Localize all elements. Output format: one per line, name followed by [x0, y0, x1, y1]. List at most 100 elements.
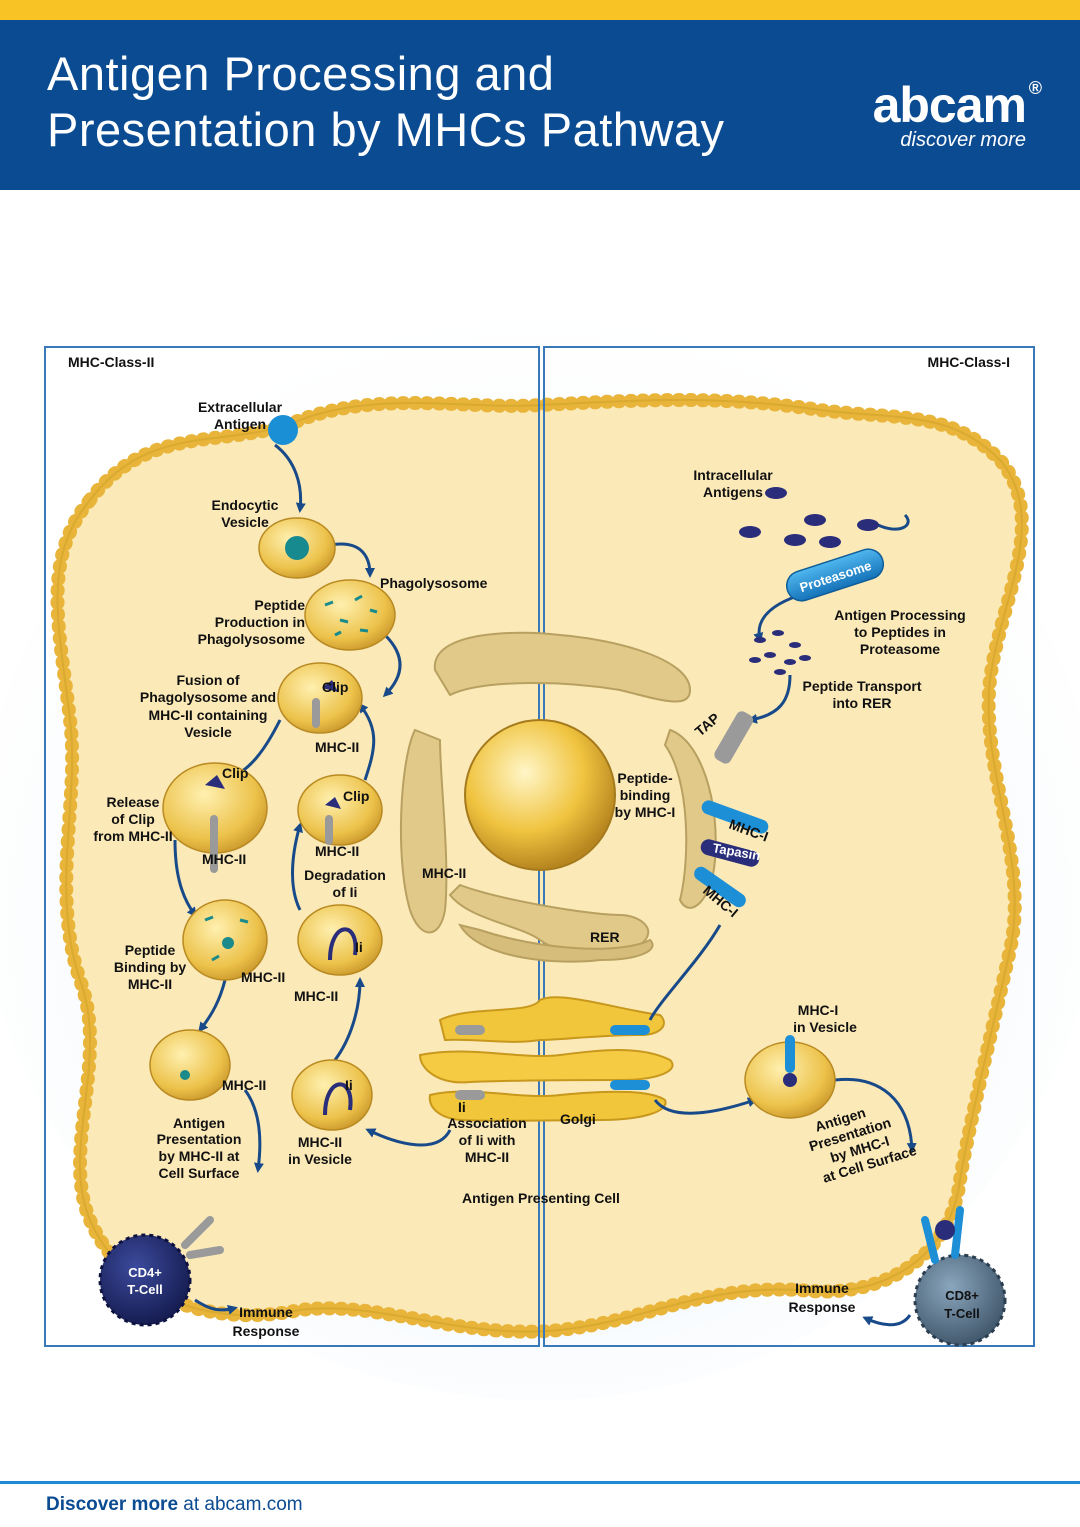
footer-link[interactable]: at abcam.com [178, 1494, 303, 1515]
title-line-1: Antigen Processing and [47, 47, 555, 100]
label-rer: RER [590, 929, 620, 945]
header-banner: Antigen Processing and Presentation by M… [0, 20, 1080, 190]
label-mhc2-presentation: MHC-II [222, 1077, 266, 1093]
registered-mark: ® [1028, 78, 1042, 98]
arrow-golgi-to-vesicle [365, 1128, 452, 1147]
panel-label-mhc-class-1: MHC-Class-I [928, 354, 1010, 370]
label-peptide-production-2: Production in [215, 614, 305, 630]
label-peptide-binding-mhc1-1: Peptide- [617, 770, 673, 786]
panel-label-mhc-class-2: MHC-Class-II [68, 354, 154, 370]
footer-divider [0, 1481, 1080, 1484]
cell-membrane-inner [56, 399, 1023, 1333]
label-ii-degradation: Ii [355, 939, 363, 955]
brand-name: abcam [872, 77, 1027, 133]
label-fusion-3: MHC-II containing [149, 707, 268, 723]
label-processing-3: Proteasome [860, 641, 940, 657]
arrow-cd8-to-immune [862, 1314, 912, 1327]
label-mhc2-ii: MHC-II [294, 988, 338, 1004]
label-clip-degradation: Clip [343, 788, 369, 804]
intracellular-antigens [739, 487, 879, 548]
abcam-logo[interactable]: abcam ® discover more [872, 77, 1042, 152]
arrow-release-to-binding [173, 839, 197, 918]
label-mhc2-rer: MHC-II [422, 865, 466, 881]
label-peptide-binding-1: Peptide [125, 942, 176, 958]
label-intracellular-1: Intracellular [693, 467, 773, 483]
label-mhc2-release: MHC-II [202, 851, 246, 867]
arrow-ii-to-degradation [291, 822, 303, 911]
release-vesicle [162, 762, 268, 873]
label-mhc2-vesicle-1: MHC-II [298, 1134, 342, 1150]
label-clip-release: Clip [222, 765, 248, 781]
arrow-presentation-to-surface [243, 1089, 264, 1173]
arrow-peptides-to-tap [747, 674, 792, 724]
label-ii-vesicle: Ii [345, 1077, 353, 1093]
brand-tagline: discover more [900, 129, 1026, 151]
label-immune-right-1: Immune [795, 1280, 849, 1296]
label-association-3: MHC-II [465, 1149, 509, 1165]
extracellular-antigen [268, 415, 298, 445]
label-degradation-1: Degradation [304, 867, 386, 883]
presentation-vesicle [149, 1029, 231, 1101]
label-antigen-presentation-2: Presentation [157, 1131, 242, 1147]
fusion-vesicle [277, 662, 363, 734]
label-antigen-presentation-4: Cell Surface [159, 1165, 240, 1181]
label-mhc1-vesicle-2: in Vesicle [793, 1019, 857, 1035]
label-association-2: of Ii with [459, 1132, 516, 1148]
label-golgi: Golgi [560, 1111, 596, 1127]
label-clip-fusion: Clip [322, 679, 348, 695]
endocytic-vesicle [258, 517, 336, 579]
label-release-2: of Clip [111, 811, 155, 827]
label-fusion-1: Fusion of [177, 672, 240, 688]
label-mhc2-degradation: MHC-II [315, 843, 359, 859]
label-processing-2: to Peptides in [854, 624, 946, 640]
arrow-binding-to-presentation [198, 979, 227, 1033]
rer-organelle [399, 631, 717, 963]
label-apc: Antigen Presenting Cell [462, 1190, 620, 1206]
degradation-vesicle [297, 774, 383, 846]
arrow-degradation-to-fusion [358, 702, 376, 781]
label-processing-1: Antigen Processing [834, 607, 965, 623]
label-endocytic: Endocytic [212, 497, 279, 513]
peptide-binding-vesicle [182, 899, 268, 981]
arrow-vesicle-to-surface [834, 1077, 917, 1153]
nucleus [464, 719, 616, 871]
footer[interactable]: Discover more at abcam.com [46, 1494, 303, 1516]
label-association-1: Association [447, 1115, 526, 1131]
label-immune-right-2: Response [789, 1299, 856, 1315]
arrow-mhc1-to-golgi [648, 924, 722, 1021]
label-peptide-binding-mhc1-2: binding [620, 787, 671, 803]
peptide-fragments [749, 630, 811, 675]
phagolysosome-vesicle [304, 579, 396, 651]
pathway-diagram: MHC-Class-II MHC-Class-I [0, 300, 1080, 1420]
label-mhc2-vesicle-2: in Vesicle [288, 1151, 352, 1167]
label-cd4-1: CD4+ [128, 1265, 162, 1280]
label-cd4-2: T-Cell [127, 1282, 162, 1297]
title-line-2: Presentation by MHCs Pathway [47, 103, 725, 156]
label-vesicle: Vesicle [221, 514, 269, 530]
label-fusion-4: Vesicle [184, 724, 232, 740]
label-immune-left-2: Response [233, 1323, 300, 1339]
label-cd8-2: T-Cell [944, 1306, 979, 1321]
label-intracellular-2: Antigens [703, 484, 763, 500]
label-transport-2: into RER [832, 695, 891, 711]
top-stripe [0, 0, 1080, 20]
label-peptide-production-3: Phagolysosome [198, 631, 306, 647]
mhc1-vesicle [744, 1035, 836, 1119]
label-antigen: Antigen [214, 416, 266, 432]
arrow-proteasome-loop [877, 513, 910, 531]
label-degradation-2: of Ii [333, 884, 358, 900]
label-extracellular: Extracellular [198, 399, 283, 415]
label-fusion-2: Phagolysosome and [140, 689, 276, 705]
arrow-vesicle-to-phagolysosome [329, 542, 375, 578]
label-mhc1-vesicle-1: MHC-I [798, 1002, 838, 1018]
label-peptide-production-1: Peptide [254, 597, 305, 613]
label-mhc2-fusion: MHC-II [315, 739, 359, 755]
arrow-cd4-to-immune [194, 1298, 238, 1315]
label-immune-left-1: Immune [239, 1304, 293, 1320]
label-phagolysosome: Phagolysosome [380, 575, 488, 591]
label-cd8-1: CD8+ [945, 1288, 979, 1303]
mhc1-complex [694, 800, 769, 908]
label-mhc2-binding: MHC-II [241, 969, 285, 985]
label-peptide-binding-2: Binding by [114, 959, 187, 975]
label-antigen-presentation-3: by MHC-II at [159, 1148, 240, 1164]
